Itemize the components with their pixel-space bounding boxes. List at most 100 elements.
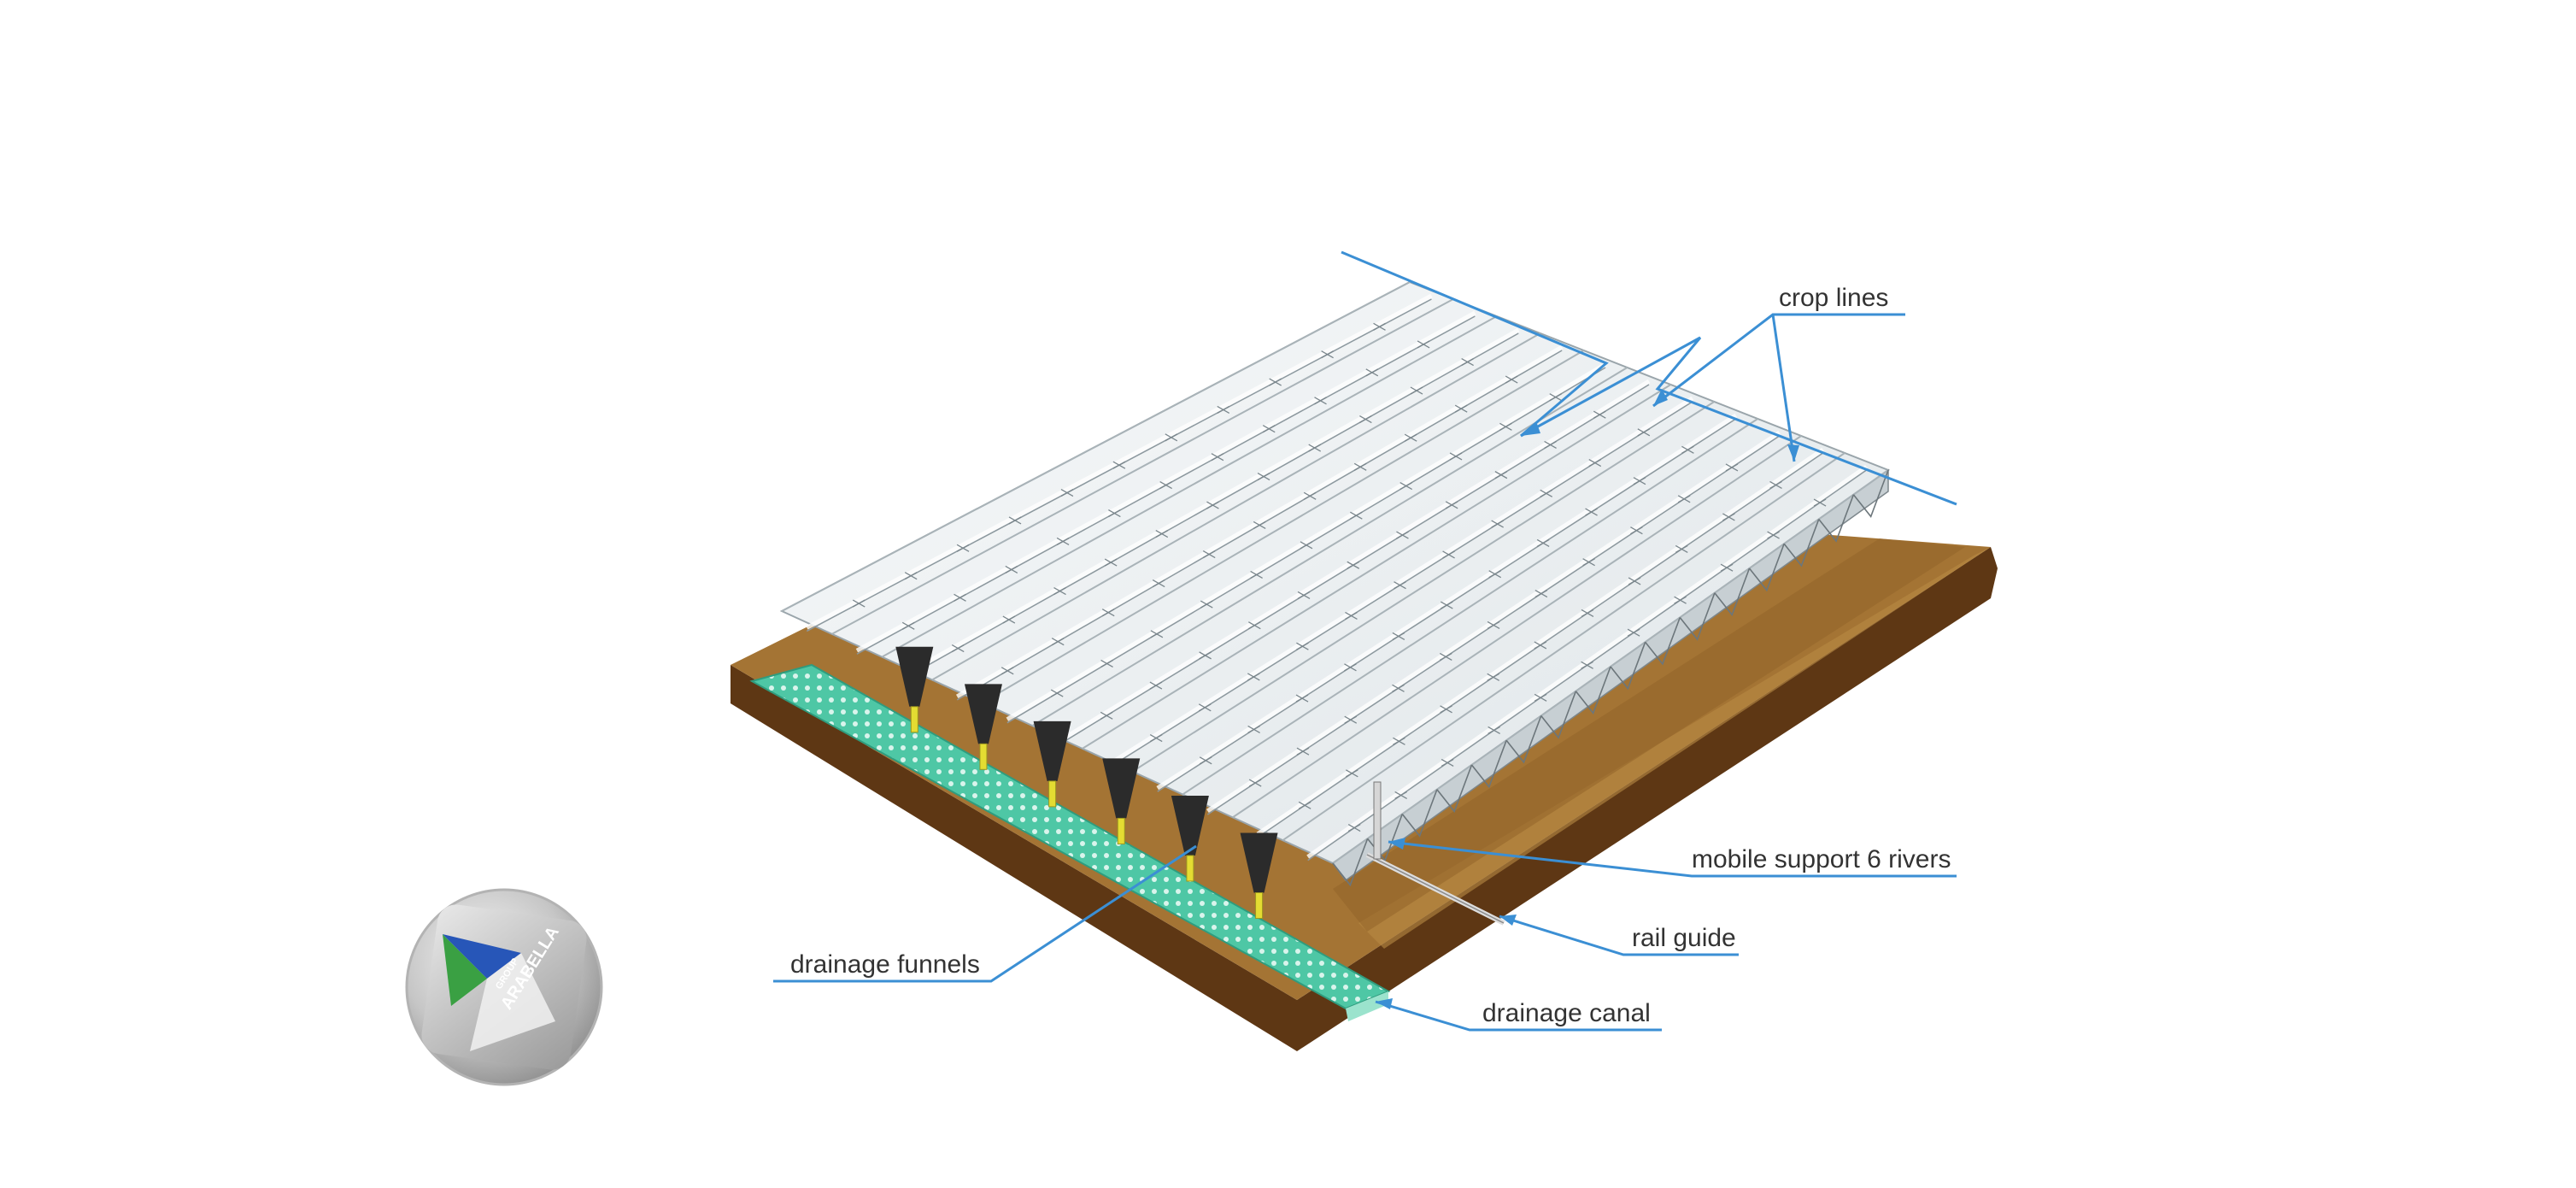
crop-hole (1410, 386, 1423, 395)
crop-hole (1534, 641, 1547, 650)
crop-hole (1581, 661, 1593, 669)
crop-lines-zigzag-2 (1520, 336, 1957, 506)
crop-hole (1300, 541, 1313, 550)
ridge-line (781, 281, 1411, 612)
ridge-highlight (1056, 379, 1651, 744)
ridge-highlight (806, 293, 1433, 630)
crop-hole (1582, 558, 1595, 567)
ridge-highlight (1206, 430, 1781, 814)
crop-hole (901, 621, 915, 630)
crop-hole (1321, 350, 1334, 359)
drainage-funnel (1171, 795, 1209, 856)
crop-hole (1005, 565, 1018, 573)
truss-segment (1644, 617, 1681, 666)
crop-hole (1308, 444, 1322, 452)
ridge-line (831, 298, 1454, 635)
crop-hole (1488, 570, 1502, 579)
drainage-funnel (895, 646, 934, 707)
crop-hole (1347, 561, 1360, 569)
drainage-funnels-leader (773, 844, 1197, 983)
crop-hole (1392, 684, 1405, 692)
crop-hole (1344, 663, 1357, 672)
crop-hole (954, 593, 966, 602)
callout-arrowheads (1376, 389, 1799, 1009)
rail-guide-leader (1499, 915, 1739, 956)
drainage-funnel (1240, 832, 1278, 893)
drainage-pipe (910, 706, 918, 733)
crop-hole (1628, 577, 1641, 585)
crop-hole (1393, 737, 1405, 745)
crop-hole (1298, 801, 1311, 809)
crop-hole (1262, 425, 1276, 433)
crop-hole (1767, 531, 1780, 539)
truss-segment (1332, 838, 1369, 887)
crop-hole (1247, 725, 1260, 734)
crop-hole (1494, 471, 1508, 479)
truss-segment (1575, 666, 1611, 715)
truss-segment (1748, 543, 1785, 592)
crop-hole (1199, 651, 1212, 660)
crop-hole (1487, 673, 1500, 681)
ridge-highlight (855, 310, 1476, 653)
mobile-support-post (1373, 781, 1382, 860)
support-truss (1332, 469, 1889, 887)
crop-hole (1200, 600, 1213, 609)
crop-hole (1344, 715, 1358, 724)
crop-hole (1417, 340, 1430, 349)
crop-hole (1359, 415, 1372, 424)
crop-hole (1060, 489, 1074, 497)
ridge-highlight (906, 327, 1520, 676)
crop-hole (1487, 620, 1500, 630)
truss-segment (1366, 814, 1403, 862)
mobile-support-leader (1388, 840, 1957, 878)
ridge-line (1082, 384, 1671, 750)
crop-hole (1314, 397, 1327, 405)
crop-hole (1488, 726, 1500, 734)
crop-hole (1100, 659, 1113, 668)
crop-hole (1002, 615, 1016, 624)
crop-holes (852, 322, 1827, 832)
crop-hole (1394, 791, 1407, 800)
crop-hole (1108, 509, 1121, 518)
crop-hole (1104, 558, 1118, 567)
crop-hole (1588, 458, 1602, 468)
drainage-pipe (1117, 817, 1125, 844)
crop-hole (1674, 596, 1687, 604)
crop-hole (1250, 570, 1263, 579)
crop-hole (1345, 769, 1358, 778)
callout-lines (773, 250, 1957, 1032)
ridge-line (1031, 367, 1628, 726)
label-drainage-funnels: drainage funnels (790, 950, 980, 979)
crop-hole (1593, 410, 1606, 419)
crop-hole (1440, 705, 1452, 714)
crop-hole (1449, 452, 1463, 461)
truss-segment (1783, 519, 1820, 568)
crop-hole (1681, 445, 1694, 454)
crop-hole (1247, 673, 1260, 681)
truss-segment (1436, 764, 1473, 813)
crop-hole (1008, 516, 1022, 525)
crop-hole (1461, 357, 1474, 367)
crop-hole (1439, 652, 1452, 661)
crop-hole (1206, 501, 1219, 509)
ridge-highlight (1256, 447, 1825, 836)
crop-hole (1217, 405, 1230, 415)
crop-hole (1248, 621, 1261, 630)
crop-hole (1365, 368, 1379, 377)
crop-hole (951, 644, 965, 653)
drainage-funnel (964, 684, 1002, 744)
crop-lines-zigzag (1341, 250, 1609, 438)
crop-hole (904, 572, 918, 580)
ridge-line (931, 332, 1541, 681)
crop-hole (1051, 638, 1065, 646)
crop-hole (1297, 591, 1311, 600)
ridge-line (1131, 401, 1715, 773)
crop-hole (1248, 779, 1262, 787)
crop-hole (1056, 537, 1070, 546)
crop-hole (1404, 433, 1417, 442)
crop-hole (1253, 520, 1266, 529)
crop-hole (1202, 550, 1216, 559)
crop-hole (1050, 689, 1064, 697)
truss-segment (1540, 691, 1577, 739)
crop-hole (1725, 463, 1739, 472)
